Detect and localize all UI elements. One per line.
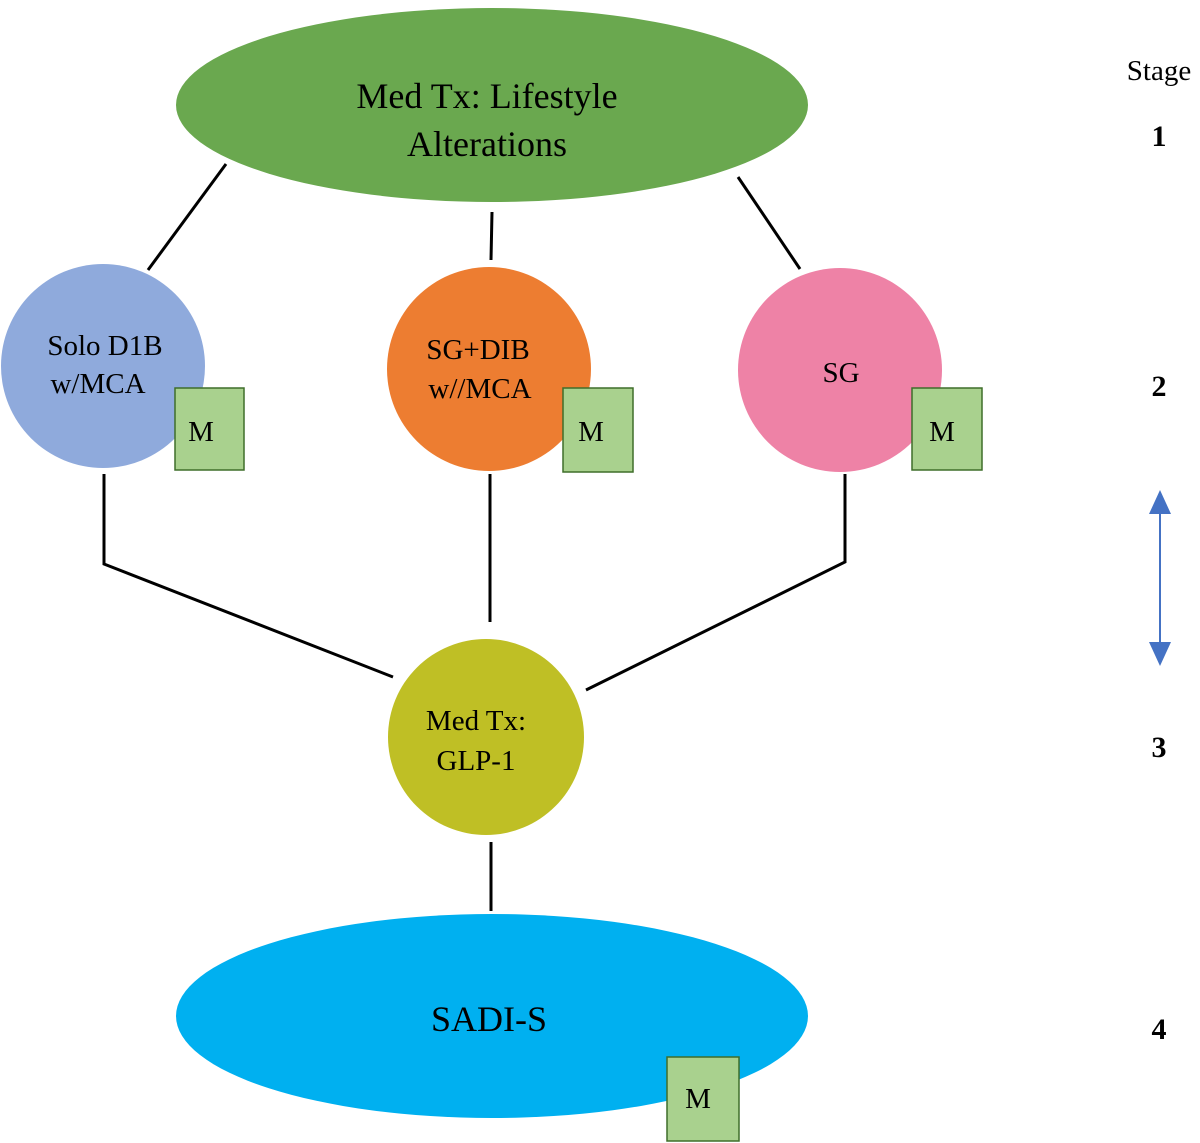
sg-dib-m-box	[562, 387, 634, 473]
stage-level-2: 2	[1152, 370, 1167, 403]
connector-lifestyle-sg	[736, 176, 802, 270]
lifestyle-label-line1: Med Tx: Lifestyle	[356, 76, 617, 116]
connector-lifestyle-sg-dib	[489, 211, 494, 261]
sg-label: SG	[822, 357, 859, 389]
stage-level-4: 4	[1152, 1013, 1167, 1046]
stage-column: Stage 1 2 3 4	[1127, 55, 1191, 1046]
solo-dib-label-line2: w/MCA	[50, 368, 145, 400]
sg-m-label: M	[929, 416, 955, 448]
connectors	[102, 163, 847, 911]
sadi-m-box	[666, 1056, 740, 1142]
sg-circle	[738, 268, 942, 472]
sadi-ellipse	[176, 914, 808, 1118]
solo-dib-circle	[1, 264, 205, 468]
arrow-head-down	[1149, 642, 1171, 666]
sg-m-box	[911, 387, 983, 471]
connector-sg-glp1	[585, 474, 847, 692]
lifestyle-ellipse	[176, 8, 808, 202]
node-solo-dib: Solo D1B w/MCA M	[1, 264, 245, 471]
glp1-label-line1: Med Tx:	[426, 705, 526, 737]
solo-dib-label-line1: Solo D1B	[47, 330, 162, 362]
node-sg-dib: SG+DIB w//MCA M	[387, 267, 634, 473]
sg-dib-circle	[387, 267, 591, 471]
glp1-circle	[388, 639, 584, 835]
stage-level-1: 1	[1152, 120, 1167, 153]
solo-dib-m-label: M	[188, 416, 214, 448]
connector-solo-dib-glp1	[102, 474, 394, 679]
node-sadi-s: SADI-S M	[176, 914, 808, 1142]
lifestyle-label-line2: Alterations	[407, 124, 567, 164]
sg-dib-label-line2: w//MCA	[428, 373, 531, 405]
solo-dib-m-box	[174, 387, 245, 471]
sadi-m-label: M	[685, 1083, 711, 1115]
node-sg: SG M	[738, 268, 983, 472]
node-glp1: Med Tx: GLP-1	[388, 639, 584, 835]
node-lifestyle-alterations: Med Tx: Lifestyle Alterations	[176, 8, 808, 202]
sg-dib-label-line1: SG+DIB	[426, 334, 529, 366]
glp1-label-line2: GLP-1	[437, 745, 516, 777]
arrow-head-up	[1149, 490, 1171, 514]
sadi-label: SADI-S	[431, 999, 547, 1039]
stage-header: Stage	[1127, 55, 1191, 87]
double-arrow-icon	[1149, 490, 1171, 666]
sg-dib-m-label: M	[578, 416, 604, 448]
stage-level-3: 3	[1152, 731, 1167, 764]
connector-lifestyle-solo-dib	[146, 163, 228, 271]
